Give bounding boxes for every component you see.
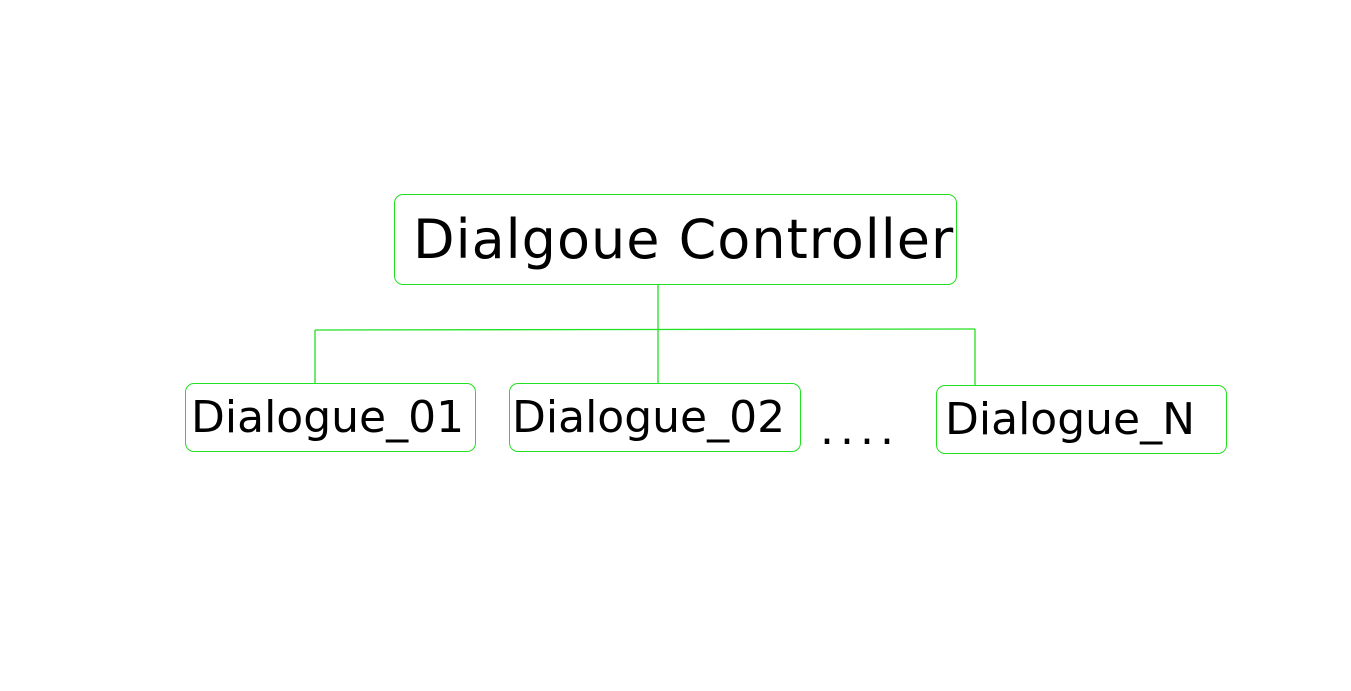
ellipsis-more-dialogues: .... [820, 404, 900, 455]
dialogue-01-node: Dialogue_01 [185, 383, 476, 452]
dialogue-02-label: Dialogue_02 [512, 392, 786, 443]
dialogue-01-label: Dialogue_01 [191, 392, 465, 443]
dialogue-controller-label: Dialgoue Controller [413, 208, 955, 271]
dialogue-controller-node: Dialgoue Controller [394, 194, 957, 285]
dialogue-n-node: Dialogue_N [936, 385, 1227, 454]
dialogue-02-node: Dialogue_02 [509, 383, 801, 452]
connector-bus [314, 328, 976, 331]
dialogue-n-label: Dialogue_N [945, 394, 1196, 445]
